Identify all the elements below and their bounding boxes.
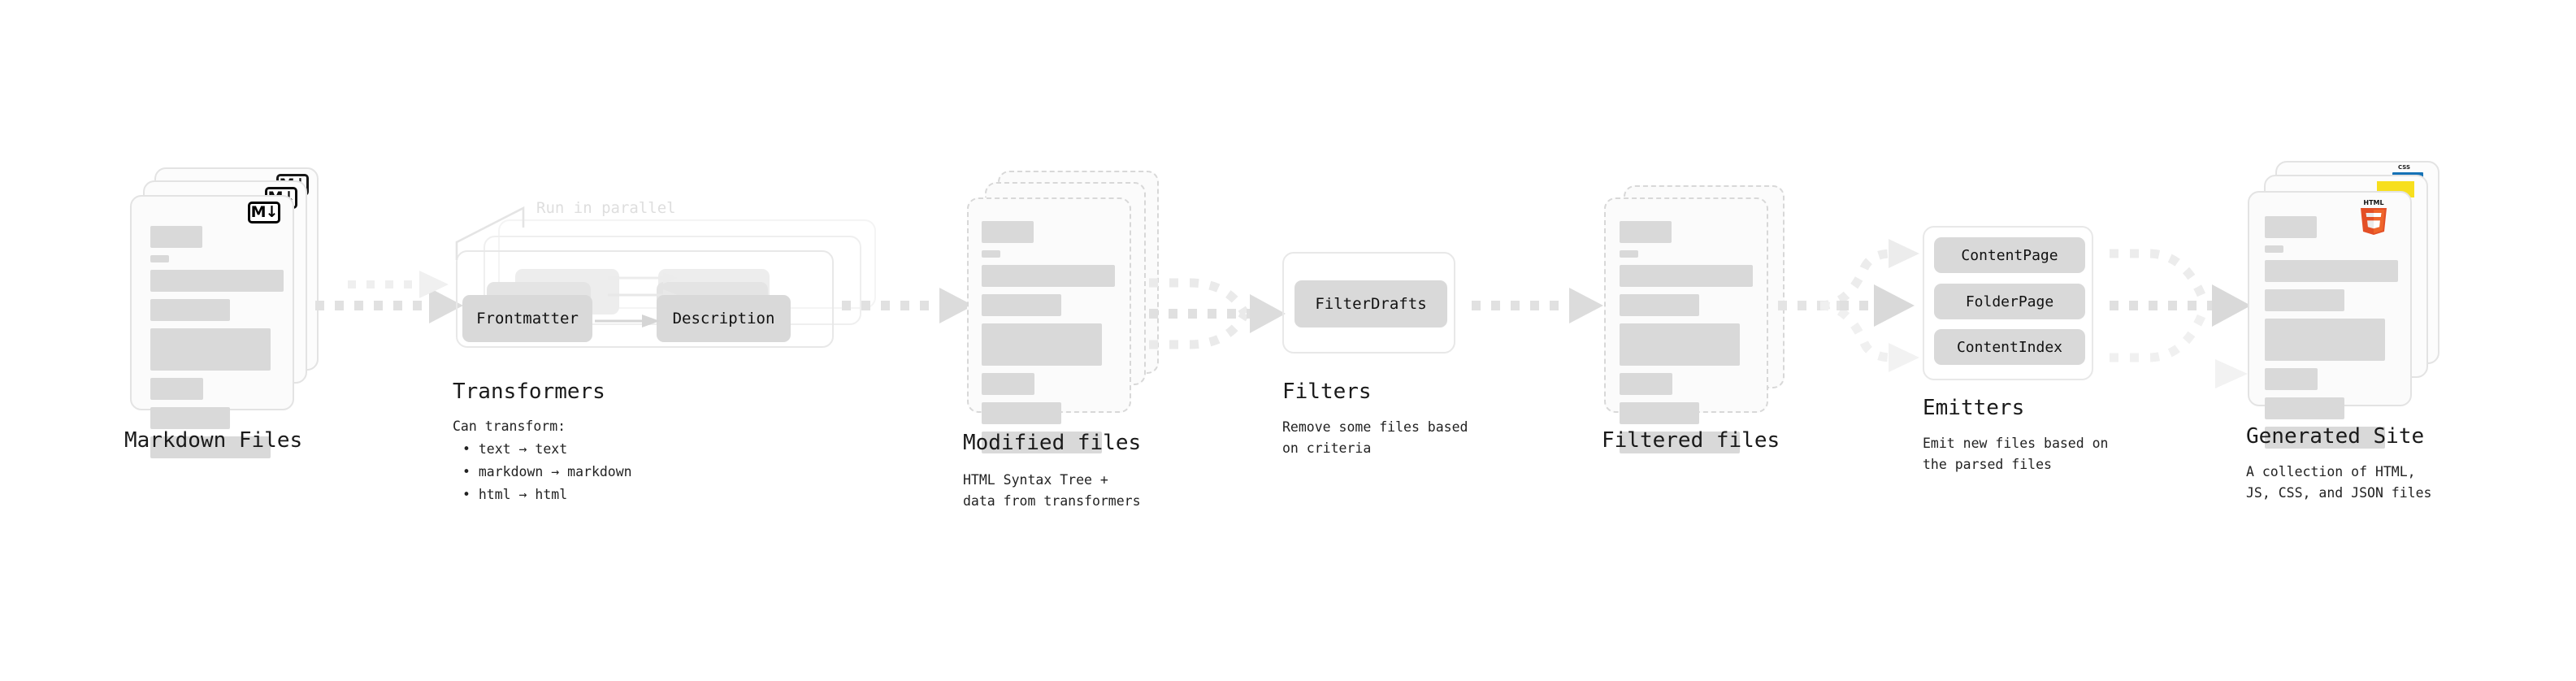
transformers-box-front [456, 250, 834, 348]
content-page-chip[interactable]: ContentPage [1934, 237, 2085, 273]
emitters-box [1923, 226, 2093, 380]
generated-site-caption: A collection of HTML, JS, CSS, and JSON … [2246, 464, 2432, 501]
markdown-files-title: Markdown Files [124, 428, 303, 453]
content-bar [150, 407, 230, 429]
content-bar [150, 299, 230, 321]
markdown-card-content [150, 226, 284, 466]
markdown-badge-front: M↓ [248, 202, 280, 223]
content-bar [1620, 294, 1699, 316]
content-bar [982, 402, 1061, 424]
arrow-modified-to-filters [1149, 278, 1286, 349]
css-badge-label: CSS [2398, 164, 2411, 171]
content-bar [982, 294, 1061, 316]
modified-card-content [982, 221, 1130, 461]
arrow-emitters-to-site [2110, 249, 2251, 388]
content-bar [982, 221, 1034, 243]
modified-files-caption: HTML Syntax Tree + data from transformer… [963, 472, 1141, 509]
description-chip[interactable]: Description [657, 295, 791, 342]
arrow-markdown-to-transformers [315, 271, 463, 323]
content-bar [150, 378, 203, 400]
content-bar [2265, 319, 2385, 361]
generated-site-title: Generated Site [2246, 424, 2425, 449]
content-bar [150, 226, 202, 248]
content-bar [982, 432, 1102, 453]
arrow-filtered-to-emitters [1778, 239, 1919, 372]
filter-drafts-chip[interactable]: FilterDrafts [1295, 280, 1447, 327]
filters-caption: Remove some files based on criteria [1282, 419, 1468, 456]
arrow-transformers-to-modified [842, 288, 974, 323]
content-bar [1620, 221, 1672, 243]
content-bar [2265, 260, 2398, 282]
content-bar [982, 250, 1000, 258]
frontmatter-chip[interactable]: Frontmatter [462, 295, 592, 342]
transformer-inner-arrow [595, 314, 660, 327]
transformers-title: Transformers [453, 380, 605, 404]
transformers-caption-item-1: • text → text [462, 441, 568, 457]
content-bar [150, 328, 271, 371]
content-bar [150, 270, 284, 292]
content-bar [1620, 265, 1753, 287]
content-bar [2265, 397, 2344, 419]
transformers-caption-item-3: • html → html [462, 487, 568, 502]
generated-site-card-content [2265, 216, 2413, 456]
transformers-caption-item-2: • markdown → markdown [462, 464, 632, 479]
content-bar [150, 255, 169, 262]
filtered-card-content [1620, 221, 1767, 461]
content-bar [1620, 402, 1699, 424]
emitters-title: Emitters [1923, 396, 2025, 420]
modified-files-title: Modified files [963, 431, 1142, 455]
content-bar [1620, 373, 1672, 395]
transformers-caption-head: Can transform: [453, 419, 566, 434]
content-bar [1620, 323, 1740, 366]
content-bar [982, 265, 1115, 287]
run-in-parallel-label: Run in parallel [536, 199, 676, 217]
arrow-filters-to-filtered [1472, 288, 1603, 323]
content-bar [2265, 245, 2283, 253]
filtered-files-title: Filtered files [1602, 428, 1780, 453]
run-in-parallel-bracket [455, 206, 525, 260]
content-bar [2265, 427, 2385, 449]
filters-box [1282, 252, 1455, 354]
folder-page-chip[interactable]: FolderPage [1934, 284, 2085, 319]
content-index-chip[interactable]: ContentIndex [1934, 329, 2085, 365]
content-bar [1620, 432, 1740, 453]
content-bar [2265, 368, 2318, 390]
html5-badge: HTML [2361, 199, 2387, 235]
content-bar [982, 373, 1034, 395]
content-bar [1620, 250, 1638, 258]
content-bar [150, 436, 271, 458]
filters-title: Filters [1282, 380, 1372, 404]
content-bar [2265, 216, 2317, 238]
svg-text:HTML: HTML [2363, 199, 2383, 206]
emitters-caption: Emit new files based on the parsed files [1923, 436, 2109, 472]
content-bar [982, 323, 1102, 366]
content-bar [2265, 289, 2344, 311]
